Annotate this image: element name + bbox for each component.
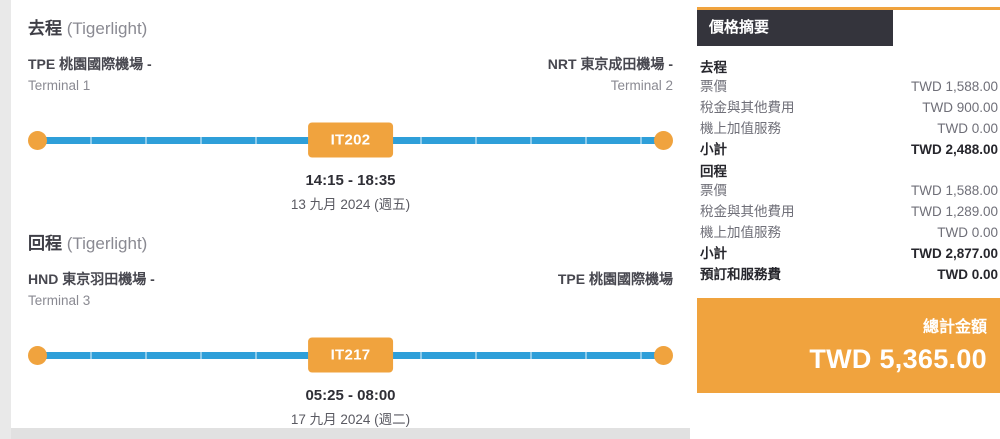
return-destination-airport: TPE 桃園國際機場: [558, 269, 673, 308]
subtotal-value: TWD 2,877.00: [910, 246, 998, 261]
price-row-value: TWD 1,588.00: [910, 183, 998, 198]
outbound-title-text: 去程: [28, 19, 62, 38]
subtotal-value: TWD 2,488.00: [910, 142, 998, 157]
outbound-destination-name: NRT 東京成田機場 -: [548, 54, 673, 74]
return-origin-name: HND 東京羽田機場 -: [28, 269, 155, 289]
outbound-flight-date: 13 九月 2024 (週五): [290, 197, 411, 212]
price-row-label: 機上加值服務: [700, 225, 781, 240]
price-row-label: 機上加值服務: [700, 121, 781, 136]
outbound-airports-row: TPE 桃園國際機場 - Terminal 1 NRT 東京成田機場 - Ter…: [28, 54, 673, 93]
price-row: 稅金與其他費用 TWD 1,289.00: [700, 201, 998, 222]
price-summary-accent-bar: [697, 7, 1000, 10]
outbound-origin-code: TPE: [28, 56, 56, 72]
outbound-destination-terminal: Terminal 2: [610, 78, 673, 93]
price-summary-panel: 價格摘要 去程 票價 TWD 1,588.00 稅金與其他費用 TWD 900.…: [697, 0, 1000, 428]
outbound-origin-dot-icon: [28, 130, 47, 150]
return-destination-airport-name: 桃園國際機場: [589, 271, 673, 287]
outbound-origin-terminal: Terminal 1: [28, 78, 91, 93]
price-row: 機上加值服務 TWD 0.00: [700, 222, 998, 243]
return-carrier-label: (Tigerlight): [66, 234, 148, 253]
outbound-origin-airport-name: 桃園國際機場 -: [59, 56, 152, 72]
booking-summary-page: 去程 (Tigerlight) TPE 桃園國際機場 - Terminal 1 …: [11, 0, 1000, 428]
price-row: 機上加值服務 TWD 0.00: [700, 118, 998, 139]
outbound-destination-airport: NRT 東京成田機場 - Terminal 2: [548, 54, 673, 93]
grand-total-amount: TWD 5,365.00: [809, 344, 987, 374]
outbound-flight-times: 14:15 - 18:35: [305, 172, 396, 189]
price-row-value: TWD 1,588.00: [910, 79, 998, 94]
return-destination-code: TPE: [557, 271, 586, 287]
price-row-label: 稅金與其他費用: [700, 204, 795, 219]
outbound-route-graphic: IT202: [28, 118, 673, 162]
return-origin-code: HND: [28, 271, 59, 287]
return-flight-times: 05:25 - 08:00: [305, 387, 396, 404]
page-bottom-gutter: [11, 428, 690, 439]
price-return-section-label: 回程: [700, 164, 727, 179]
return-section-title: 回程 (Tigerlight): [28, 229, 673, 254]
outbound-destination-code: NRT: [547, 56, 577, 72]
outbound-origin-airport: TPE 桃園國際機場 - Terminal 1: [28, 54, 152, 93]
price-summary-rows: 去程 票價 TWD 1,588.00 稅金與其他費用 TWD 900.00 機上…: [697, 46, 1000, 285]
return-flight-number-badge: IT217: [307, 337, 394, 373]
outbound-flight-number-badge: IT202: [307, 122, 394, 158]
price-row: 票價 TWD 1,588.00: [700, 180, 998, 201]
return-destination-dot-icon: [654, 345, 673, 365]
price-row-value: TWD 0.00: [937, 225, 998, 240]
return-airports-row: HND 東京羽田機場 - Terminal 3 TPE 桃園國際機場: [28, 269, 673, 308]
price-row-label: 票價: [700, 183, 727, 198]
outbound-section-title: 去程 (Tigerlight): [28, 14, 673, 39]
price-outbound-section-label: 去程: [700, 60, 727, 75]
outbound-carrier-label: (Tigerlight): [66, 19, 148, 38]
price-row: 票價 TWD 1,588.00: [700, 76, 998, 97]
subtotal-label: 小計: [700, 246, 727, 261]
service-fee-value: TWD 0.00: [937, 267, 998, 282]
outbound-flight-section: 去程 (Tigerlight) TPE 桃園國際機場 - Terminal 1 …: [28, 14, 673, 213]
outbound-destination-airport-name: 東京成田機場 -: [580, 56, 673, 72]
price-return-subtotal-row: 小計 TWD 2,877.00: [700, 243, 998, 264]
price-summary-header: 價格摘要: [697, 10, 893, 46]
outbound-schedule: 14:15 - 18:35 13 九月 2024 (週五): [28, 172, 673, 213]
subtotal-label: 小計: [700, 142, 727, 157]
grand-total-label: 總計金額: [922, 319, 987, 336]
return-flight-date: 17 九月 2024 (週二): [290, 412, 411, 427]
return-origin-airport-name: 東京羽田機場 -: [62, 271, 155, 287]
price-row-value: TWD 0.00: [937, 121, 998, 136]
return-flight-section: 回程 (Tigerlight) HND 東京羽田機場 - Terminal 3 …: [28, 229, 673, 428]
price-outbound-subtotal-row: 小計 TWD 2,488.00: [700, 139, 998, 160]
return-origin-airport: HND 東京羽田機場 - Terminal 3: [28, 269, 155, 308]
return-origin-dot-icon: [28, 345, 47, 365]
return-origin-terminal: Terminal 3: [28, 293, 91, 308]
outbound-origin-name: TPE 桃園國際機場 -: [28, 54, 152, 74]
price-row-label: 稅金與其他費用: [700, 100, 795, 115]
outbound-destination-dot-icon: [654, 130, 673, 150]
page-left-gutter: [0, 0, 11, 439]
service-fee-label: 預訂和服務費: [700, 267, 781, 282]
price-row-value: TWD 900.00: [922, 100, 998, 115]
price-row-label: 票價: [700, 79, 727, 94]
return-schedule: 05:25 - 08:00 17 九月 2024 (週二): [28, 387, 673, 428]
return-route-graphic: IT217: [28, 333, 673, 377]
return-destination-name: TPE 桃園國際機場: [558, 269, 673, 289]
itinerary-column: 去程 (Tigerlight) TPE 桃園國際機場 - Terminal 1 …: [11, 0, 697, 428]
return-title-text: 回程: [28, 234, 62, 253]
price-row-value: TWD 1,289.00: [910, 204, 998, 219]
grand-total-box: 總計金額 TWD 5,365.00: [697, 298, 1000, 393]
service-fee-row: 預訂和服務費 TWD 0.00: [700, 264, 998, 285]
price-row: 稅金與其他費用 TWD 900.00: [700, 97, 998, 118]
